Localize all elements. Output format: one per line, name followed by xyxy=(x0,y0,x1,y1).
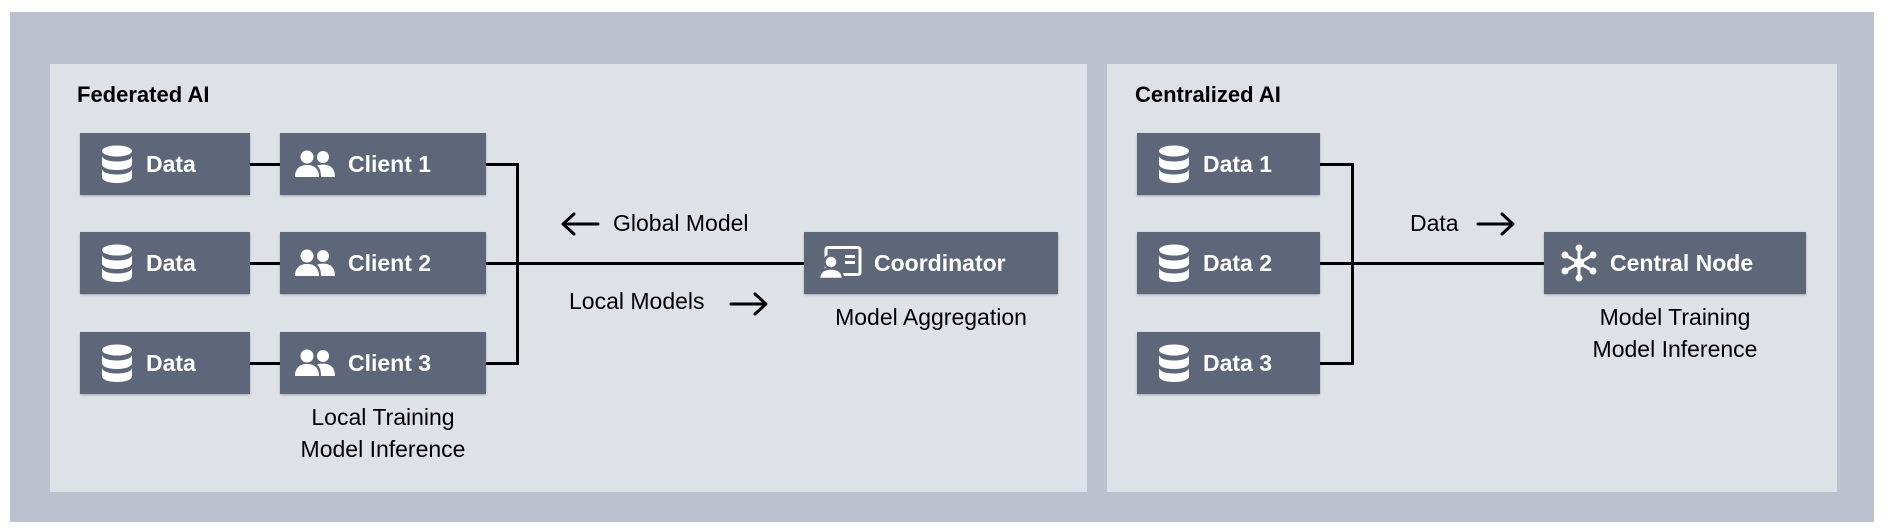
client-box-1-label: Client 1 xyxy=(348,150,432,177)
connector-data3-stub xyxy=(1320,362,1354,365)
database-icon xyxy=(1157,244,1191,282)
coordinator-caption: Model Aggregation xyxy=(835,304,1027,330)
client-box-3: Client 3 xyxy=(280,332,486,394)
arrow-right-icon xyxy=(1476,212,1516,236)
data-box-3: Data xyxy=(80,332,250,394)
clients-caption-line2: Model Inference xyxy=(300,436,466,462)
central-data-box-1: Data 1 xyxy=(1137,133,1320,195)
central-node-caption-line1: Model Training xyxy=(1599,304,1751,330)
global-model-label: Global Model xyxy=(613,210,749,236)
users-icon xyxy=(294,149,336,179)
central-data-box-3-label: Data 3 xyxy=(1203,349,1273,376)
central-node-label: Central Node xyxy=(1610,249,1754,276)
central-data-box-2-label: Data 2 xyxy=(1203,249,1273,276)
data-box-2: Data xyxy=(80,232,250,294)
connector-data3-client3 xyxy=(250,362,280,365)
federated-title: Federated AI xyxy=(77,82,210,107)
arrow-right-icon xyxy=(729,292,769,316)
database-icon xyxy=(100,344,134,382)
central-node-box: Central Node xyxy=(1544,232,1806,294)
centralized-panel: Centralized AI Data 1 Data 2 Data 3 Data… xyxy=(1107,64,1837,492)
arrow-left-icon xyxy=(560,212,600,236)
client-box-2: Client 2 xyxy=(280,232,486,294)
users-icon xyxy=(294,248,336,278)
data-flow-label: Data xyxy=(1410,210,1459,236)
hub-network-icon xyxy=(1560,244,1598,282)
connector-client2-stub xyxy=(486,262,519,265)
data-box-1-label: Data xyxy=(146,150,196,177)
coordinator-label: Coordinator xyxy=(874,249,1006,276)
database-icon xyxy=(1157,344,1191,382)
database-icon xyxy=(100,244,134,282)
central-data-box-2: Data 2 xyxy=(1137,232,1320,294)
database-icon xyxy=(1157,145,1191,183)
centralized-title: Centralized AI xyxy=(1135,82,1281,107)
client-box-2-label: Client 2 xyxy=(348,249,432,276)
contact-card-icon xyxy=(818,246,862,280)
connector-data1-stub xyxy=(1320,163,1354,166)
local-models-label: Local Models xyxy=(569,288,705,314)
federated-panel: Federated AI Data Data Data Client 1 Cli… xyxy=(50,64,1087,492)
connector-to-coordinator xyxy=(516,262,844,265)
data-box-2-label: Data xyxy=(146,249,196,276)
connector-data2-stub xyxy=(1320,262,1354,265)
client-box-1: Client 1 xyxy=(280,133,486,195)
database-icon xyxy=(100,145,134,183)
connector-data1-client1 xyxy=(250,163,280,166)
coordinator-box: Coordinator xyxy=(804,232,1058,294)
data-box-1: Data xyxy=(80,133,250,195)
central-node-caption-line2: Model Inference xyxy=(1592,336,1758,362)
data-box-3-label: Data xyxy=(146,349,196,376)
client-box-3-label: Client 3 xyxy=(348,349,432,376)
connector-to-central-node xyxy=(1351,262,1551,265)
central-data-box-1-label: Data 1 xyxy=(1203,150,1273,177)
users-icon xyxy=(294,348,336,378)
connector-client1-stub xyxy=(486,163,519,166)
clients-caption-line1: Local Training xyxy=(311,404,455,430)
connector-client3-stub xyxy=(486,362,519,365)
central-data-box-3: Data 3 xyxy=(1137,332,1320,394)
connector-data2-client2 xyxy=(250,262,280,265)
diagram-background: Federated AI Data Data Data Client 1 Cli… xyxy=(10,12,1874,522)
